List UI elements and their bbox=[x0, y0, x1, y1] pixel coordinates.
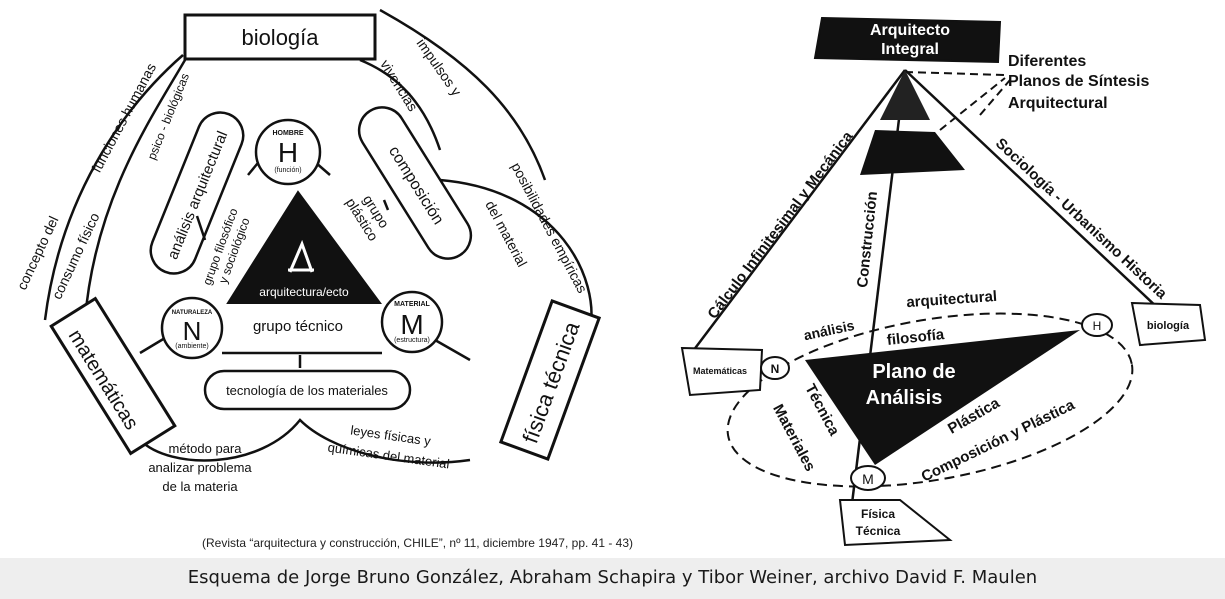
circle-hombre bbox=[254, 118, 322, 186]
box-biologia bbox=[183, 13, 377, 61]
label-plano-1: Plano de bbox=[872, 361, 955, 383]
label-metodo-2: analizar problema bbox=[148, 460, 252, 475]
plano-triangle bbox=[805, 330, 1080, 465]
label-grupo-tecnico: grupo técnico bbox=[253, 318, 343, 335]
outer-arc-top-right bbox=[379, 8, 547, 181]
label-sociologia: Sociología - Urbanismo Historia bbox=[992, 135, 1170, 303]
label-naturaleza-title: NATURALEZA bbox=[172, 310, 213, 316]
circle-h-right bbox=[1081, 313, 1113, 337]
label-material-sub: (estructura) bbox=[394, 337, 430, 344]
left-diagram bbox=[43, 8, 602, 464]
box-fisica-tecnica bbox=[498, 299, 602, 461]
label-material-title: MATERIAL bbox=[394, 301, 430, 308]
label-fisica-1: Física bbox=[861, 507, 895, 521]
outer-arc-right bbox=[439, 178, 593, 331]
label-arquitectural: arquitectural bbox=[906, 288, 998, 311]
center-triangle-letter bbox=[288, 239, 314, 273]
label-diferentes-2: Planos de Síntesis bbox=[1008, 73, 1149, 90]
label-diferentes-3: Arquitectural bbox=[1008, 95, 1108, 112]
edge-dash-1 bbox=[904, 71, 1006, 76]
figure-caption: Esquema de Jorge Bruno González, Abraham… bbox=[187, 567, 1038, 588]
plane-ellipse bbox=[726, 312, 1134, 488]
label-hombre-letter: H bbox=[278, 137, 298, 168]
label-h-right: H bbox=[1093, 319, 1102, 333]
outer-arc-bottom bbox=[139, 418, 471, 464]
edge-calculo bbox=[689, 69, 906, 356]
label-vivencias: vivencias bbox=[377, 57, 421, 114]
label-naturaleza-letter: N bbox=[183, 316, 202, 346]
source-note: (Revista “arquitectura y construcción, C… bbox=[202, 536, 634, 550]
circle-naturaleza bbox=[160, 296, 224, 360]
label-biologia: biología bbox=[241, 25, 319, 50]
label-hombre-sub: (función) bbox=[274, 167, 301, 174]
connector bbox=[434, 338, 471, 362]
label-diferentes-1: Diferentes bbox=[1008, 53, 1086, 70]
label-materiales: Materiales bbox=[769, 402, 818, 475]
pill-tecnologia bbox=[203, 369, 412, 411]
label-metodo-1: método para bbox=[169, 441, 243, 456]
box-biologia-right bbox=[1130, 301, 1207, 347]
edge-dash-2 bbox=[939, 77, 1006, 131]
label-m-right: M bbox=[862, 471, 874, 487]
circle-m-right bbox=[850, 465, 886, 491]
label-material-letter: M bbox=[400, 309, 423, 340]
label-arquitecto-1: Arquitecto bbox=[870, 22, 950, 39]
label-analisis-right: análisis bbox=[802, 317, 856, 343]
label-fisica-2: Técnica bbox=[856, 524, 901, 538]
connector bbox=[195, 215, 207, 241]
right-diagram bbox=[680, 16, 1207, 547]
label-center: arquitectura/ecto bbox=[259, 285, 349, 299]
pill-composicion bbox=[357, 106, 473, 260]
pill-analisis bbox=[149, 111, 245, 275]
arquitecto-box bbox=[813, 16, 1002, 64]
label-calculo: Cálculo Infinitesimal y Mecánica bbox=[704, 128, 856, 323]
label-biologia-right: biología bbox=[1147, 320, 1190, 332]
inner-arc-left bbox=[83, 59, 187, 321]
apex-triangle bbox=[880, 70, 930, 120]
connector bbox=[382, 199, 390, 211]
label-naturaleza-sub: (ambiente) bbox=[175, 343, 208, 350]
label-n-right: N bbox=[771, 362, 780, 376]
label-tecnologia: tecnología de los materiales bbox=[226, 383, 388, 398]
inner-arc-top bbox=[359, 58, 442, 151]
label-hombre-title: HOMBRE bbox=[272, 130, 303, 137]
caption-bar bbox=[0, 558, 1225, 599]
edge-sociologia bbox=[904, 69, 1161, 311]
label-arquitecto-2: Integral bbox=[881, 41, 939, 58]
circle-n-right bbox=[760, 356, 790, 380]
box-fisica-right bbox=[838, 499, 953, 547]
label-posibilidades: posibilidades empíricas bbox=[508, 160, 590, 296]
label-construccion: Construcción bbox=[854, 191, 881, 289]
right-labels: Arquitecto Integral Diferentes Planos de… bbox=[693, 22, 1190, 538]
label-leyes-2: químicas del material bbox=[327, 440, 451, 472]
label-metodo-3: de la materia bbox=[162, 479, 238, 494]
box-matematicas-right bbox=[680, 346, 764, 397]
label-impulsos: impulsos y bbox=[414, 35, 465, 98]
label-filosofia: filosofía bbox=[886, 326, 946, 349]
label-matematicas-right: Matemáticas bbox=[693, 366, 747, 376]
label-plano-2: Análisis bbox=[866, 387, 943, 409]
apex-band bbox=[860, 130, 965, 175]
label-del-material: del material bbox=[482, 198, 530, 269]
box-matematicas bbox=[49, 296, 177, 456]
outer-arc-left bbox=[43, 54, 184, 321]
circle-material bbox=[380, 290, 444, 354]
edge-dash-3 bbox=[979, 79, 1011, 116]
